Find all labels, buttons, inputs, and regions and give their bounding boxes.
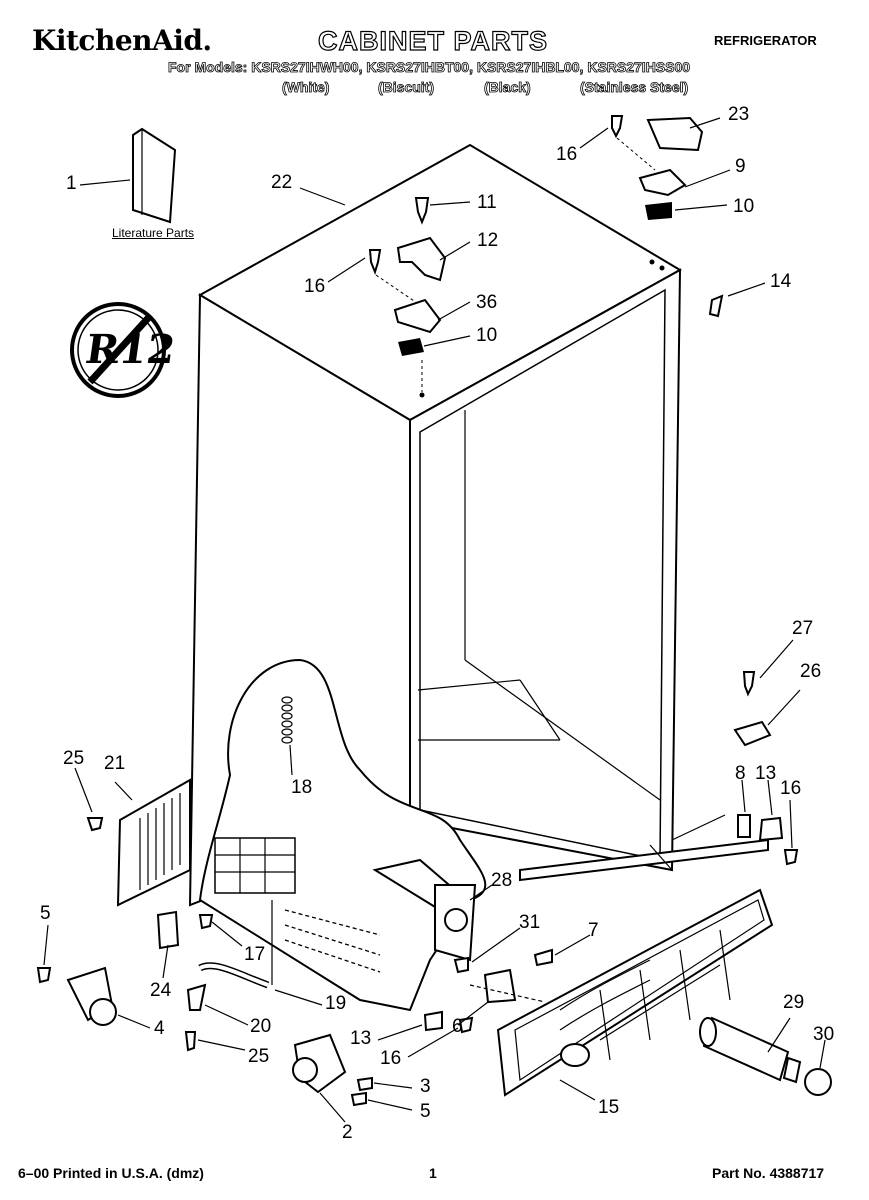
brand-logo: KitchenAid. <box>32 24 212 57</box>
variant-stainless: (Stainless Steel) <box>580 79 689 96</box>
literature-parts-label: Literature Parts <box>112 226 195 240</box>
callout-22: 22 <box>271 172 293 193</box>
bottom-center-parts <box>423 948 553 1034</box>
callout-12: 12 <box>477 230 499 251</box>
callout-14: 14 <box>770 271 792 292</box>
page-title: CABINET PARTS <box>317 25 549 56</box>
variant-white: (White) <box>282 79 330 96</box>
callout-25-bottom: 25 <box>248 1046 270 1067</box>
duct-housing-part <box>372 858 477 962</box>
kickplate-grille <box>496 888 774 1097</box>
r12-text: R12 <box>82 326 179 373</box>
callout-16-top-center: 16 <box>304 276 326 297</box>
callout-2: 2 <box>342 1122 353 1143</box>
callout-11: 11 <box>477 192 497 213</box>
category-label: REFRIGERATOR <box>714 33 817 48</box>
callout-16-top-right: 16 <box>556 144 578 165</box>
callout-27: 27 <box>792 618 814 639</box>
callout-19: 19 <box>325 993 347 1014</box>
callout-29: 29 <box>783 992 805 1013</box>
callout-10-top-center: 10 <box>476 325 498 346</box>
callout-26: 26 <box>800 661 822 682</box>
callout-21: 21 <box>104 753 126 774</box>
callout-30: 30 <box>813 1024 835 1045</box>
top-hinge-parts <box>368 115 724 398</box>
left-side-parts <box>36 778 373 1107</box>
callout-9: 9 <box>735 156 746 177</box>
callout-18: 18 <box>291 777 313 798</box>
footer-part-number: Part No. 4388717 <box>712 1165 825 1181</box>
models-line: For Models: KSRS27IHWH00, KSRS27IHBT00, … <box>168 59 691 76</box>
callout-13-bottom: 13 <box>350 1028 372 1049</box>
callout-4: 4 <box>154 1018 165 1039</box>
callout-leaders <box>43 117 826 1123</box>
callout-5-left: 5 <box>40 903 51 924</box>
callout-31: 31 <box>519 912 541 933</box>
footer-page-number: 1 <box>429 1165 437 1181</box>
callout-28: 28 <box>491 870 513 891</box>
callout-10-top-right: 10 <box>733 196 755 217</box>
callout-17: 17 <box>244 944 266 965</box>
callout-8: 8 <box>735 763 746 784</box>
spring-part <box>281 696 293 744</box>
variant-biscuit: (Biscuit) <box>378 79 435 96</box>
literature-booklet <box>132 127 177 224</box>
water-filter-parts <box>699 1016 832 1096</box>
machine-compartment-cutaway <box>198 658 487 1012</box>
callout-6: 6 <box>452 1016 463 1037</box>
callout-24: 24 <box>150 980 172 1001</box>
callout-36: 36 <box>476 292 498 313</box>
callout-5-bottom: 5 <box>420 1101 431 1122</box>
callout-13-right: 13 <box>755 763 777 784</box>
right-side-parts <box>671 671 799 866</box>
variant-black: (Black) <box>484 79 531 96</box>
callout-3: 3 <box>420 1076 431 1097</box>
callout-1: 1 <box>66 173 77 194</box>
cabinet-body <box>188 143 769 907</box>
callout-7: 7 <box>588 920 599 941</box>
callout-20: 20 <box>250 1016 272 1037</box>
callout-16-right: 16 <box>780 778 802 799</box>
callout-16-bottom: 16 <box>380 1048 402 1069</box>
no-r12-badge <box>70 302 166 398</box>
footer-print-info: 6–00 Printed in U.S.A. (dmz) <box>18 1165 204 1181</box>
callout-23: 23 <box>728 104 750 125</box>
callout-15: 15 <box>598 1097 620 1118</box>
callout-25-left: 25 <box>63 748 85 769</box>
